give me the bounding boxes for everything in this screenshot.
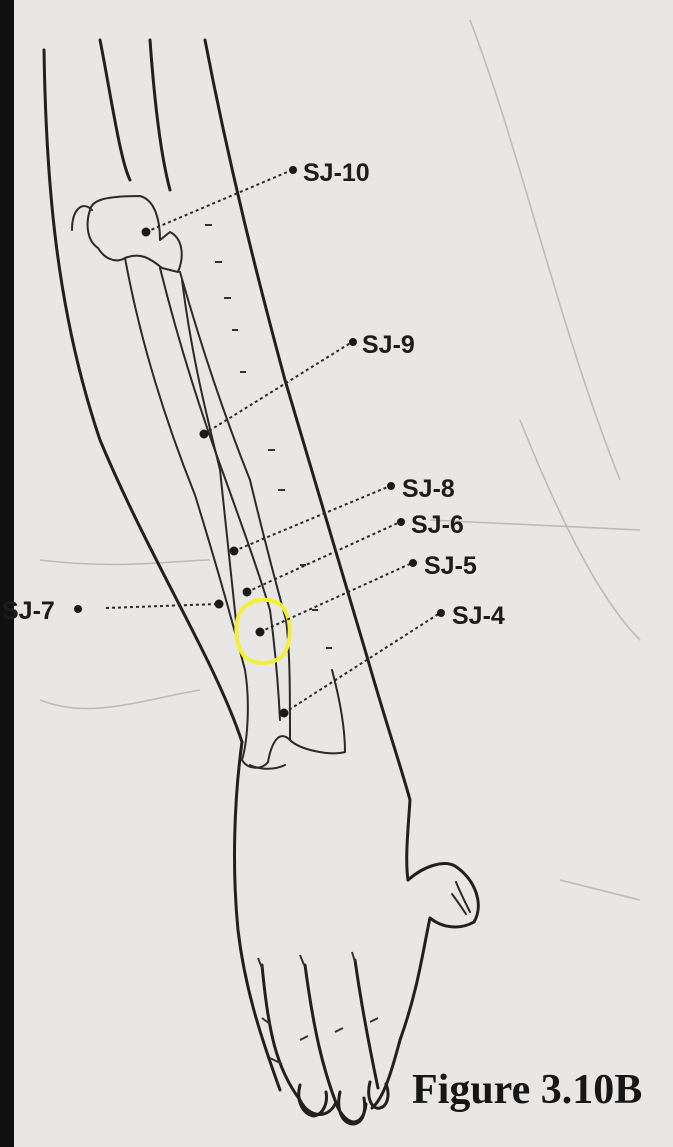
label-dot bbox=[349, 338, 357, 346]
label-dot bbox=[74, 605, 82, 613]
point-dot bbox=[142, 228, 151, 237]
label-dot bbox=[387, 482, 395, 490]
label-dot bbox=[409, 559, 417, 567]
point-label: SJ-8 bbox=[402, 475, 455, 503]
point-dot bbox=[200, 430, 209, 439]
point-label: SJ-4 bbox=[452, 602, 505, 630]
point-label: SJ-7 bbox=[2, 597, 55, 625]
page-edge-shadow bbox=[0, 0, 14, 1147]
point-label: SJ-5 bbox=[424, 552, 477, 580]
point-dot bbox=[256, 628, 265, 637]
point-dot bbox=[215, 600, 224, 609]
point-dot bbox=[280, 709, 289, 718]
label-dot bbox=[397, 518, 405, 526]
label-dot bbox=[289, 166, 297, 174]
point-label: SJ-9 bbox=[362, 331, 415, 359]
label-dot bbox=[437, 609, 445, 617]
point-dot bbox=[243, 588, 252, 597]
point-label: SJ-6 bbox=[411, 511, 464, 539]
point-dot bbox=[230, 547, 239, 556]
figure-caption: Figure 3.10B bbox=[412, 1067, 642, 1113]
point-label: SJ-10 bbox=[303, 159, 370, 187]
